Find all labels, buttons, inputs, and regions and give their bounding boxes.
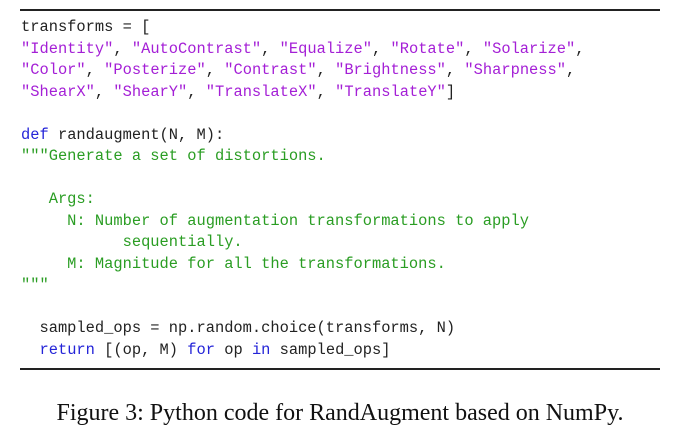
code-token-str: "Sharpness": [464, 61, 567, 79]
code-token-plain: ,: [94, 82, 114, 101]
code-line: M: Magnitude for all the transformations…: [21, 254, 584, 276]
code-line: [21, 168, 584, 190]
code-token-plain: randaugment(N, M):: [48, 125, 225, 144]
code-token-plain: sampled_ops = np.random.choice(transform…: [21, 319, 456, 337]
code-token-str: "AutoContrast": [131, 39, 262, 58]
code-token-plain: ,: [566, 61, 576, 79]
code-line: return [(op, M) for op in sampled_ops]: [21, 340, 584, 362]
code-line: Args:: [21, 189, 584, 211]
code-line: "Color", "Posterize", "Contrast", "Brigh…: [21, 60, 584, 82]
code-line: """Generate a set of distortions.: [21, 146, 584, 168]
code-token-doc: """: [21, 276, 49, 294]
code-token-plain: ,: [575, 39, 585, 58]
code-token-str: "Equalize": [279, 39, 372, 58]
code-line: "ShearX", "ShearY", "TranslateX", "Trans…: [21, 82, 584, 104]
code-token-plain: ]: [445, 82, 456, 101]
code-token-str: "Contrast": [224, 61, 317, 79]
code-listing: transforms = [ "Identity", "AutoContrast"…: [21, 17, 584, 361]
code-token-plain: ,: [113, 39, 132, 58]
code-token-str: "ShearX": [21, 82, 95, 101]
code-line: """: [21, 275, 584, 297]
code-line: "Identity", "AutoContrast", "Equalize", …: [21, 39, 584, 61]
code-token-str: "Identity": [21, 39, 114, 58]
code-line: [21, 297, 584, 319]
code-line: N: Number of augmentation transformation…: [21, 211, 584, 233]
code-token-plain: sampled_ops]: [270, 340, 391, 359]
code-token-plain: ,: [316, 61, 336, 79]
code-token-str: "ShearY": [113, 82, 188, 101]
code-token-plain: op: [214, 340, 252, 359]
code-token-doc: M: Magnitude for all the transformations…: [21, 254, 446, 273]
code-token-kw: return: [39, 340, 95, 359]
code-token-str: "Rotate": [390, 39, 465, 58]
code-token-doc: sequentially.: [21, 233, 243, 251]
code-token-plain: ,: [261, 39, 280, 58]
code-token-str: "Posterize": [104, 61, 206, 79]
code-token-plain: ,: [464, 39, 483, 58]
code-token-str: "Color": [21, 61, 86, 79]
code-token-plain: ,: [205, 61, 225, 79]
code-token-str: "Brightness": [335, 61, 446, 79]
code-token-kw: in: [251, 340, 271, 359]
figure-caption: Figure 3: Python code for RandAugment ba…: [56, 400, 624, 426]
code-line: def randaugment(N, M):: [21, 125, 584, 147]
code-token-kw: def: [21, 125, 49, 144]
code-token-str: "TranslateY": [335, 82, 446, 101]
code-token-plain: ,: [316, 82, 336, 101]
code-token-doc: N: Number of augmentation transformation…: [21, 211, 529, 230]
code-line: transforms = [: [21, 17, 584, 39]
code-token-plain: transforms = [: [21, 18, 151, 36]
code-token-plain: ,: [445, 61, 465, 79]
code-token-doc: """Generate a set of distortions.: [21, 147, 326, 165]
code-token-plain: ,: [372, 39, 391, 58]
code-token-plain: [21, 341, 39, 359]
code-line: sampled_ops = np.random.choice(transform…: [21, 318, 584, 340]
code-line: sequentially.: [21, 232, 584, 254]
code-token-str: "TranslateX": [205, 82, 317, 101]
code-line: [21, 103, 584, 125]
code-token-plain: [(op, M): [94, 340, 188, 359]
top-rule: [20, 9, 660, 11]
code-token-str: "Solarize": [482, 39, 576, 58]
code-token-plain: ,: [85, 61, 105, 79]
code-token-doc: Args:: [21, 190, 95, 208]
bottom-rule: [20, 368, 660, 370]
code-token-kw: for: [187, 340, 215, 359]
code-token-plain: ,: [187, 82, 206, 101]
